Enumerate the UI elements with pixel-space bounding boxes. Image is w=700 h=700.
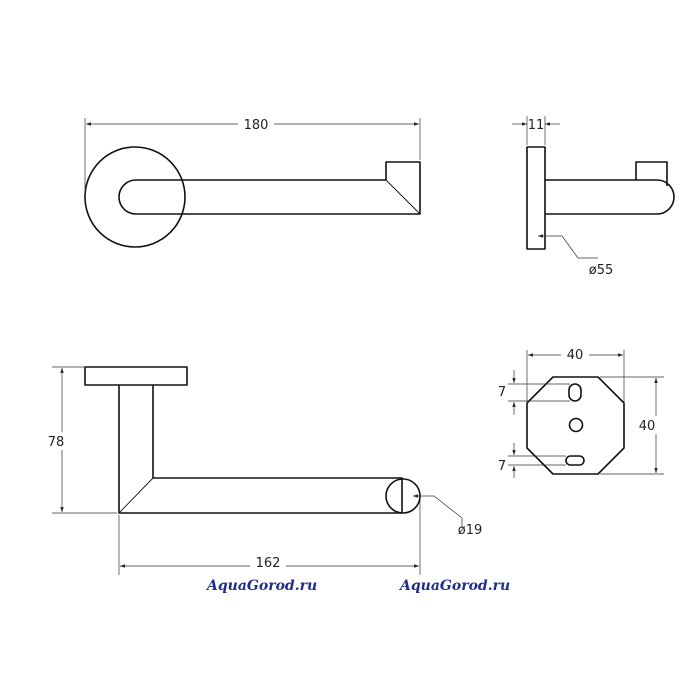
side-view-end — [635, 161, 668, 186]
front-view-rosette — [84, 366, 188, 386]
back-plate-octagon — [526, 376, 625, 475]
watermark-right: AquaGorod.ru — [398, 578, 510, 594]
back-plate-slot-top — [568, 383, 582, 402]
leader-19 — [413, 494, 463, 528]
front-view-arm — [118, 385, 403, 514]
back-plate-slot-bottom — [565, 455, 585, 466]
dim-label-11: 11 — [528, 118, 545, 133]
leader-55 — [538, 234, 598, 259]
front-view-bevel — [118, 477, 154, 514]
dim-label-78: 78 — [48, 435, 65, 450]
side-view: 11 ø55 — [512, 116, 675, 278]
dim-label-19: ø19 — [458, 523, 483, 538]
dim-label-40-height: 40 — [639, 419, 656, 434]
back-plate-center-hole — [568, 417, 584, 433]
watermark-left: AquaGorod.ru — [205, 578, 317, 594]
dim-label-7-top: 7 — [498, 385, 506, 400]
back-plate-view: 40 40 7 7 — [498, 343, 664, 478]
top-view: 180 — [84, 114, 421, 248]
top-view-arm — [118, 161, 421, 215]
dim-label-162: 162 — [256, 556, 281, 571]
top-view-bevel — [385, 179, 421, 215]
top-view-rosette — [84, 146, 186, 248]
dim-label-7-bottom: 7 — [498, 459, 506, 474]
dim-label-40-width: 40 — [567, 348, 584, 363]
front-view: 78 162 ø19 — [45, 366, 483, 575]
dim-label-180: 180 — [244, 118, 269, 133]
side-view-rosette — [526, 146, 546, 250]
dim-label-55: ø55 — [589, 263, 614, 278]
side-view-arm — [545, 179, 675, 215]
